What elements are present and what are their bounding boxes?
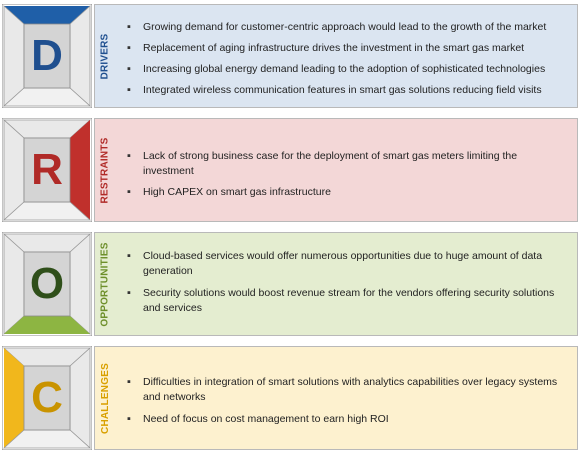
- drivers-panel: DRIVERS Growing demand for customer-cent…: [94, 4, 578, 108]
- section-challenges: C CHALLENGES Difficulties in integration…: [0, 346, 582, 450]
- tile-opportunities-graphic: [2, 232, 92, 336]
- opportunities-accent-bottom: [4, 316, 90, 334]
- opportunities-label: OPPORTUNITIES: [99, 241, 111, 327]
- tile-drivers: D: [2, 4, 92, 108]
- restraints-panel: RESTRAINTS Lack of strong business case …: [94, 118, 578, 222]
- list-item: Integrated wireless communication featur…: [125, 83, 569, 98]
- section-drivers: D DRIVERS Growing demand for customer-ce…: [0, 4, 582, 108]
- drivers-list: Growing demand for customer-centric appr…: [125, 20, 569, 98]
- list-item: Replacement of aging infrastructure driv…: [125, 41, 569, 56]
- list-item: Cloud-based services would offer numerou…: [125, 249, 569, 279]
- list-item: Increasing global energy demand leading …: [125, 62, 569, 77]
- challenges-letter: C: [31, 373, 63, 422]
- restraints-accent-right: [70, 120, 90, 220]
- tile-drivers-graphic: [2, 4, 92, 108]
- section-opportunities: O OPPORTUNITIES Cloud-based services wou…: [0, 232, 582, 336]
- section-restraints: R RESTRAINTS Lack of strong business cas…: [0, 118, 582, 222]
- challenges-list: Difficulties in integration of smart sol…: [125, 375, 569, 427]
- drivers-letter: D: [31, 31, 63, 80]
- list-item: Difficulties in integration of smart sol…: [125, 375, 569, 405]
- list-item: Security solutions would boost revenue s…: [125, 286, 569, 316]
- opportunities-panel: OPPORTUNITIES Cloud-based services would…: [94, 232, 578, 336]
- tile-opportunities: O: [2, 232, 92, 336]
- challenges-panel: CHALLENGES Difficulties in integration o…: [94, 346, 578, 450]
- challenges-label: CHALLENGES: [99, 362, 111, 434]
- tile-restraints-graphic: [2, 118, 92, 222]
- list-item: High CAPEX on smart gas infrastructure: [125, 185, 569, 200]
- drivers-label: DRIVERS: [99, 33, 111, 79]
- list-item: Growing demand for customer-centric appr…: [125, 20, 569, 35]
- opportunities-letter: O: [29, 259, 65, 308]
- restraints-list: Lack of strong business case for the dep…: [125, 149, 569, 200]
- tile-challenges-graphic: [2, 346, 92, 450]
- tile-challenges: C: [2, 346, 92, 450]
- opportunities-face: [23, 251, 71, 317]
- tile-restraints: R: [2, 118, 92, 222]
- restraints-letter: R: [31, 145, 63, 194]
- restraints-label: RESTRAINTS: [99, 137, 111, 203]
- list-item: Need of focus on cost management to earn…: [125, 412, 569, 427]
- opportunities-list: Cloud-based services would offer numerou…: [125, 249, 569, 316]
- drivers-face: [23, 23, 71, 89]
- list-item: Lack of strong business case for the dep…: [125, 149, 569, 179]
- challenges-accent-left: [4, 348, 24, 448]
- restraints-face: [23, 137, 71, 203]
- drivers-accent-top: [4, 6, 90, 24]
- challenges-face: [23, 365, 71, 431]
